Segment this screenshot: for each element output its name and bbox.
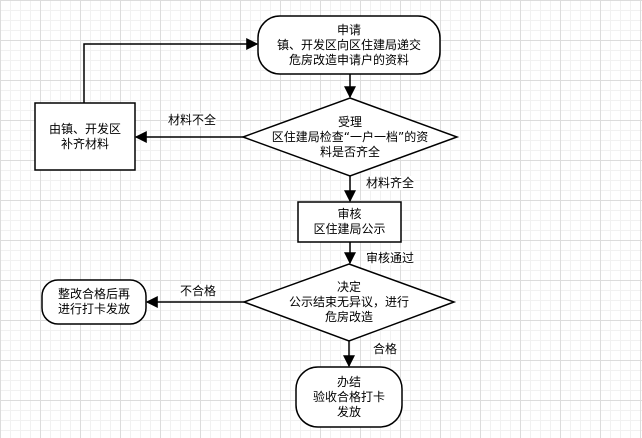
decide-node: 决定 公示结束无异议，进行 危房改造 bbox=[244, 264, 454, 341]
supplement-node: 由镇、开发区 补齐材料 bbox=[35, 103, 135, 170]
apply-node-title: 申请 bbox=[336, 22, 361, 37]
edge-label-approved: 审核通过 bbox=[366, 251, 415, 265]
accept-node-line3: 料是否齐全 bbox=[319, 144, 380, 159]
review-node-title: 审核 bbox=[337, 207, 362, 221]
apply-node: 申请 镇、开发区向区住建局递交 危房改造申请户的资料 bbox=[258, 16, 440, 74]
edge-label-incomplete: 材料不全 bbox=[168, 113, 217, 127]
accept-node-title: 受理 bbox=[337, 114, 362, 129]
edge-label-unqualified: 不合格 bbox=[180, 284, 217, 298]
accept-node-line2: 区住建局检查“一户一档”的资 bbox=[271, 129, 429, 144]
supplement-node-shape bbox=[34, 102, 136, 171]
finish-node: 办结 验收合格打卡 发放 bbox=[296, 367, 402, 427]
finish-node-title: 办结 bbox=[336, 374, 361, 389]
apply-node-line2: 镇、开发区向区住建局递交 bbox=[276, 37, 421, 52]
edge-label-complete: 材料齐全 bbox=[366, 176, 415, 190]
accept-node: 受理 区住建局检查“一户一档”的资 料是否齐全 bbox=[243, 98, 457, 176]
decide-node-line3: 危房改造 bbox=[324, 310, 373, 324]
decide-node-title: 决定 bbox=[336, 280, 361, 294]
decide-node-line2: 公示结束无异议，进行 bbox=[288, 295, 409, 309]
rectify-node: 整改合格后再 进行打卡发放 bbox=[42, 280, 146, 324]
rectify-node-line2: 进行打卡发放 bbox=[57, 302, 130, 316]
edge-label-qualified: 合格 bbox=[373, 342, 398, 356]
rectify-node-line1: 整改合格后再 bbox=[57, 287, 130, 301]
finish-node-line2: 验收合格打卡 bbox=[312, 389, 385, 404]
apply-node-line3: 危房改造申请户的资料 bbox=[288, 52, 409, 67]
supplement-node-line1: 由镇、开发区 bbox=[48, 121, 121, 136]
supplement-node-line2: 补齐材料 bbox=[60, 136, 109, 151]
review-node: 审核 区住建局公示 bbox=[298, 202, 401, 242]
finish-node-line3: 发放 bbox=[336, 404, 361, 419]
review-node-line2: 区住建局公示 bbox=[313, 222, 386, 236]
supplement-to-apply-arrow bbox=[83, 38, 259, 103]
